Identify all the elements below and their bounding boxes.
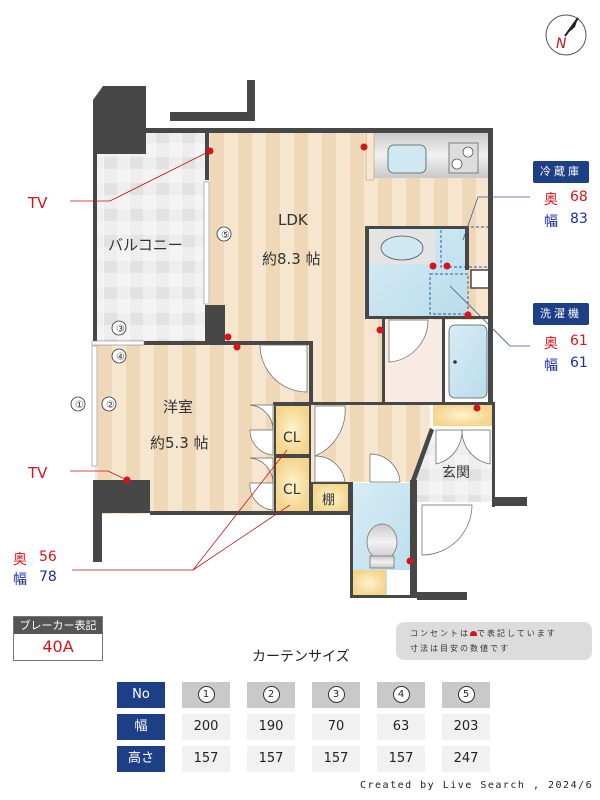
outlet-icon <box>473 404 481 412</box>
window-marker-1: ① <box>75 400 84 411</box>
curtain-no-1: 1 <box>197 686 215 703</box>
breaker-value: 40A <box>14 634 102 660</box>
outlet-icon <box>376 326 384 334</box>
washer-space <box>429 273 469 315</box>
curtain-no-2: 2 <box>262 686 280 703</box>
doors <box>249 319 491 556</box>
closet-1-label: CL <box>283 430 301 446</box>
note-outlet: コンセントはで表記しています <box>410 629 557 638</box>
breaker-title: ブレーカー表記 <box>14 617 102 634</box>
curtain-height-4: 157 <box>377 746 425 772</box>
window-marker-5: ⑤ <box>221 230 230 241</box>
curtain-height-5: 247 <box>442 746 490 772</box>
credit-line: Created by Live Search , 2024/6 <box>360 780 594 791</box>
outlet-icon <box>464 311 472 319</box>
curtain-header-height: 高さ <box>117 746 165 772</box>
washer-depth: 奥 61 <box>544 333 588 352</box>
curtain-height-1: 157 <box>182 746 230 772</box>
fridge-badge: 冷蔵庫 <box>533 161 589 183</box>
outlet-icon <box>443 262 451 270</box>
western-room-size: 約5.3 帖 <box>150 434 209 452</box>
outlet-icon <box>406 557 414 565</box>
window-marker-2: ② <box>106 400 115 411</box>
curtain-width-2: 190 <box>247 714 295 740</box>
outlet-icon <box>429 262 437 270</box>
ldk-size: 約8.3 帖 <box>262 250 321 268</box>
closet-depth: 奥 56 <box>13 549 57 568</box>
outlet-legend-icon <box>470 631 477 636</box>
shelf <box>311 482 350 514</box>
curtain-width-1: 200 <box>182 714 230 740</box>
outlet-icon <box>233 343 241 351</box>
toilet-icon <box>366 523 398 561</box>
curtain-header-no: No <box>117 682 165 708</box>
compass: N <box>545 14 587 56</box>
shelf-label: 棚 <box>322 493 335 508</box>
outlet-icon <box>360 143 368 151</box>
ldk-label: LDK <box>278 211 309 229</box>
window-marker-3: ③ <box>116 324 125 335</box>
curtain-no-3: 3 <box>327 686 345 703</box>
closet-2 <box>274 456 311 513</box>
curtain-width-3: 70 <box>312 714 360 740</box>
notes-box: コンセントはで表記しています 寸法は目安の数値です <box>396 622 592 660</box>
floor-plan: LDK 約8.3 帖 バルコニー 洋室 約5.3 帖 玄関 CL CL 棚 ① … <box>27 80 530 600</box>
note-dimensions: 寸法は目安の数値です <box>410 644 510 653</box>
tv-label-western: TV <box>27 464 48 482</box>
curtain-height-2: 157 <box>247 746 295 772</box>
washer-width: 幅 61 <box>544 355 588 374</box>
shoe-cabinet <box>433 404 492 426</box>
balcony-area <box>95 132 207 344</box>
western-room-label: 洋室 <box>163 398 193 416</box>
outlet-icon <box>224 333 232 341</box>
window-marker-4: ④ <box>116 352 125 363</box>
walls <box>93 80 527 600</box>
curtain-size-title: カーテンサイズ <box>252 649 350 665</box>
closet-1 <box>274 404 311 456</box>
entrance-label: 玄関 <box>442 464 470 481</box>
curtain-row-width: 幅 200 190 70 63 203 <box>117 714 507 740</box>
curtain-width-4: 63 <box>377 714 425 740</box>
curtain-header-width: 幅 <box>117 714 165 740</box>
fridge-width: 幅 83 <box>544 211 588 230</box>
balcony-label: バルコニー <box>108 236 183 254</box>
breaker-box: ブレーカー表記 40A <box>13 616 103 661</box>
curtain-size-table: No 1 2 3 4 5 幅 200 190 70 63 203 高さ 157 … <box>117 682 507 778</box>
compass-n: N <box>556 36 567 52</box>
closet-width: 幅 78 <box>13 569 57 588</box>
kitchen-sink-icon <box>387 144 427 174</box>
curtain-width-5: 203 <box>442 714 490 740</box>
tv-label-ldk: TV <box>27 194 48 212</box>
washbasin-icon <box>380 235 424 261</box>
curtain-row-height: 高さ 157 157 157 157 247 <box>117 746 507 772</box>
bathtub-icon <box>448 324 488 399</box>
closet-2-label: CL <box>283 482 301 498</box>
stove-icon <box>448 142 479 174</box>
fridge-depth: 奥 68 <box>544 189 588 208</box>
curtain-no-5: 5 <box>457 686 475 703</box>
window-markers: ① ② ③ ④ ⑤ <box>70 226 232 412</box>
curtain-height-3: 157 <box>312 746 360 772</box>
outlets <box>123 143 481 565</box>
washer-badge: 洗濯機 <box>533 303 589 325</box>
curtain-row-no: No 1 2 3 4 5 <box>117 682 507 708</box>
curtain-no-4: 4 <box>392 686 410 703</box>
